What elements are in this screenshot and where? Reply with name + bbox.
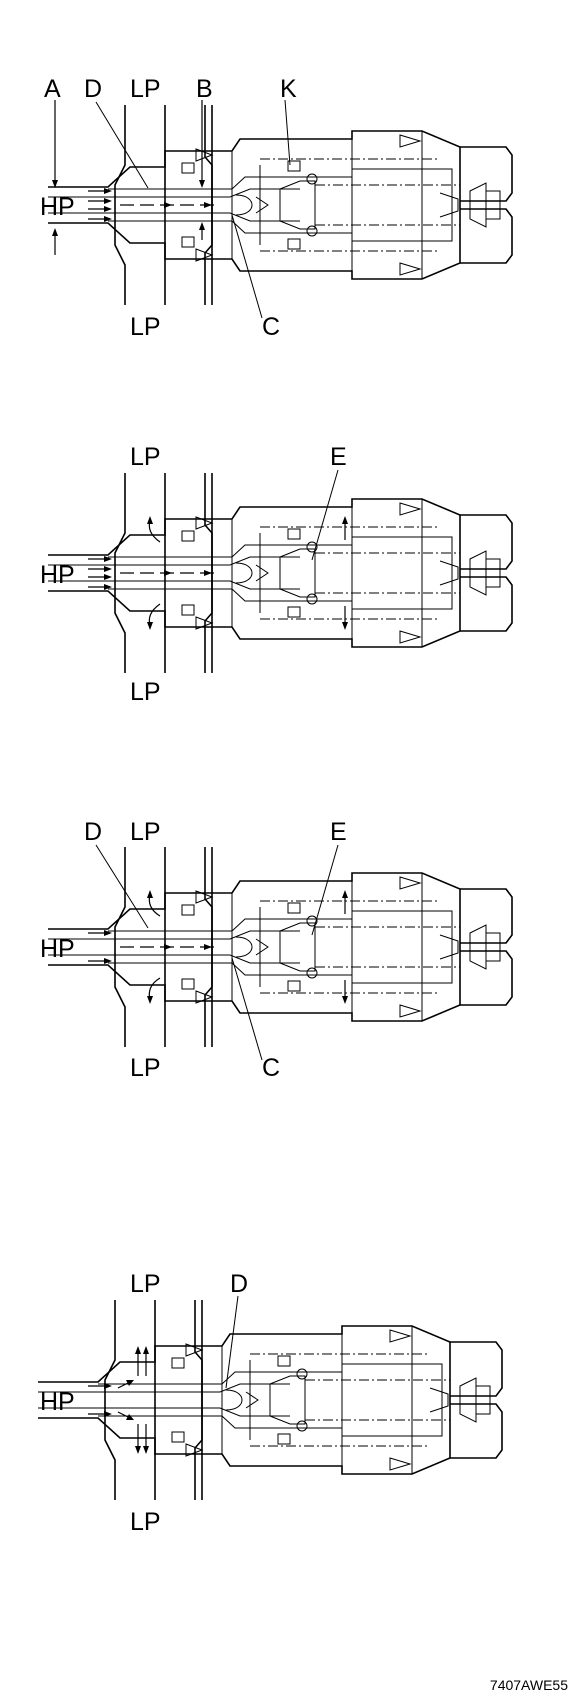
label-HP: HP	[40, 193, 75, 221]
label-A: A	[44, 75, 61, 103]
label-LP-top: LP	[130, 443, 161, 471]
label-E: E	[330, 818, 347, 846]
label-LP-top: LP	[130, 75, 161, 103]
label-LP-bottom: LP	[130, 313, 161, 341]
label-LP-top: LP	[130, 818, 161, 846]
figure-code: 7407AWE55	[490, 1677, 568, 1693]
panel-4: LP D HP LP	[37, 1270, 503, 1536]
label-D: D	[84, 818, 102, 846]
label-E: E	[330, 443, 347, 471]
label-LP-top: LP	[130, 1270, 161, 1298]
label-D: D	[230, 1270, 248, 1298]
panel-2: LP E HP LP	[40, 443, 513, 706]
label-B: B	[196, 75, 213, 103]
label-HP: HP	[40, 1388, 75, 1416]
label-C: C	[262, 1054, 280, 1082]
panel-3: D LP E HP LP C	[40, 818, 513, 1082]
label-HP: HP	[40, 561, 75, 589]
label-K: K	[280, 75, 297, 103]
label-D: D	[84, 75, 102, 103]
label-HP: HP	[40, 935, 75, 963]
label-LP-bottom: LP	[130, 1054, 161, 1082]
panel-1: A D LP B K HP LP C	[40, 75, 513, 341]
label-LP-bottom: LP	[130, 1508, 161, 1536]
label-C: C	[262, 313, 280, 341]
label-LP-bottom: LP	[130, 678, 161, 706]
